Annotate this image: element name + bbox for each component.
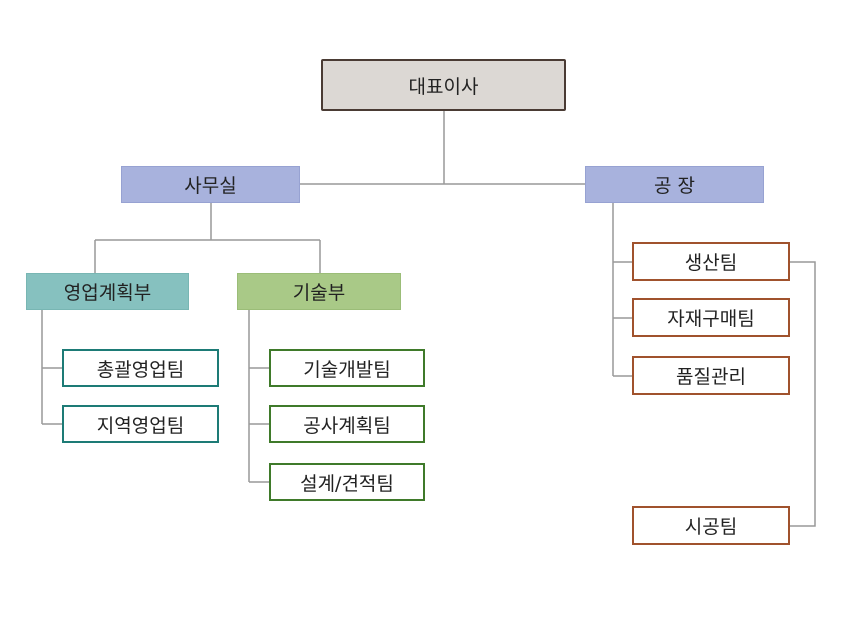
construction-team-box: 시공팀 [632, 506, 790, 545]
connector-production-construction [790, 261, 816, 527]
purchasing-team-box: 자재구매팀 [632, 298, 790, 337]
sales-planning-dept-box: 영업계획부 [26, 273, 189, 310]
tech-development-team-box: 기술개발팀 [269, 349, 425, 387]
sales-planning-dept-label: 영업계획부 [63, 282, 152, 304]
tech-development-team-label: 기술개발팀 [303, 358, 391, 381]
production-team-label: 생산팀 [684, 252, 738, 274]
construction-planning-team-label: 공사계획팀 [303, 414, 391, 437]
construction-planning-team-box: 공사계획팀 [269, 405, 425, 443]
tech-dept-box: 기술부 [237, 273, 401, 310]
construction-team-label: 시공팀 [684, 516, 738, 538]
general-sales-team-box: 총괄영업팀 [62, 349, 219, 387]
quality-control-label: 품질관리 [676, 366, 746, 388]
design-estimate-team-box: 설계/견적팀 [269, 463, 425, 501]
regional-sales-team-label: 지역영업팀 [96, 414, 185, 437]
ceo-box: 대표이사 [321, 59, 566, 111]
factory-label: 공 장 [654, 175, 695, 197]
factory-box: 공 장 [585, 166, 764, 203]
ceo-label: 대표이사 [408, 75, 479, 98]
office-label: 사무실 [184, 175, 237, 197]
tech-dept-label: 기술부 [292, 282, 346, 304]
design-estimate-team-label: 설계/견적팀 [300, 472, 394, 495]
general-sales-team-label: 총괄영업팀 [96, 358, 185, 381]
office-box: 사무실 [121, 166, 300, 203]
purchasing-team-label: 자재구매팀 [667, 308, 755, 330]
production-team-box: 생산팀 [632, 242, 790, 281]
regional-sales-team-box: 지역영업팀 [62, 405, 219, 443]
quality-control-box: 품질관리 [632, 356, 790, 395]
